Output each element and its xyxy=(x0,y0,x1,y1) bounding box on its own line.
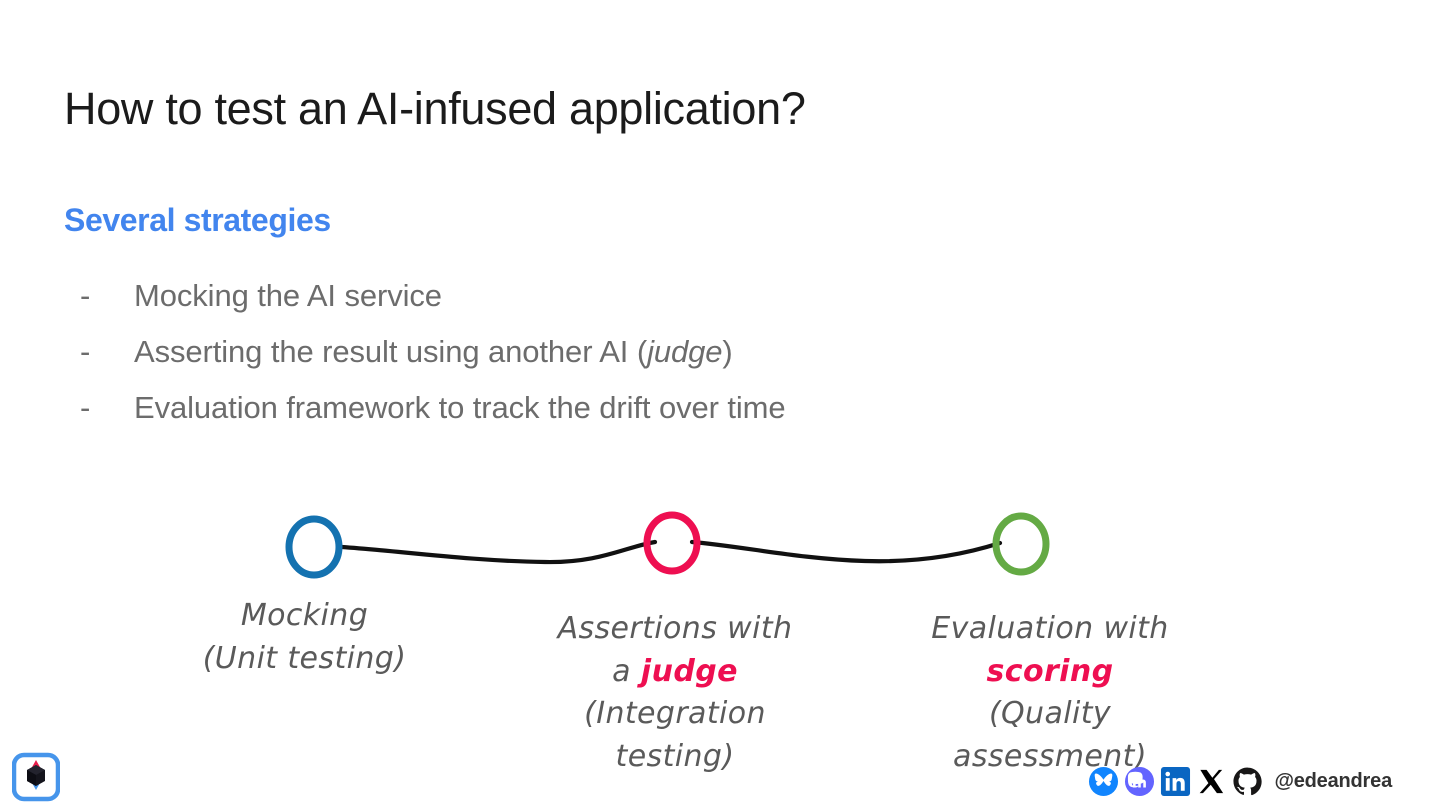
caption-line: Assertions with xyxy=(557,611,793,646)
timeline-caption-evaluation: Evaluation with scoring (Quality assessm… xyxy=(915,608,1185,778)
caption-line: testing) xyxy=(615,738,735,774)
bluesky-icon[interactable] xyxy=(1088,766,1119,797)
list-item-text-main: Mocking the AI service xyxy=(134,278,442,313)
mastodon-icon[interactable]: m xyxy=(1124,766,1155,797)
list-item-text-main: Evaluation framework to track the drift … xyxy=(134,390,786,425)
list-item-text: Evaluation framework to track the drift … xyxy=(134,390,786,426)
svg-text:m: m xyxy=(1132,775,1147,791)
strategy-bullet-list: - Mocking the AI service - Asserting the… xyxy=(80,278,1180,446)
caption-line-prefix: a xyxy=(612,653,641,689)
strategy-timeline-diagram xyxy=(0,485,1440,605)
github-icon[interactable] xyxy=(1232,766,1263,797)
caption-line: Evaluation with xyxy=(931,611,1169,646)
timeline-caption-mocking: Mocking (Unit testing) xyxy=(182,595,427,680)
section-heading: Several strategies xyxy=(64,202,331,238)
timeline-node-mocking[interactable] xyxy=(285,515,343,579)
list-item-text-emphasis: judge xyxy=(647,334,723,369)
list-item: - Evaluation framework to track the drif… xyxy=(80,390,1180,446)
caption-line: (Unit testing) xyxy=(202,640,407,676)
caption-line: (Integration xyxy=(584,696,766,732)
caption-line: a judge xyxy=(540,651,810,694)
bullet-dash-icon: - xyxy=(80,334,91,369)
list-item: - Asserting the result using another AI … xyxy=(80,334,1180,390)
bullet-dash-icon: - xyxy=(80,278,91,313)
list-item-text: Asserting the result using another AI (j… xyxy=(134,334,733,370)
timeline-node-assertions[interactable] xyxy=(643,511,701,575)
caption-line: assessment) xyxy=(953,738,1147,774)
caption-line: Mocking xyxy=(240,598,369,633)
footer-social-bar: m @edeandrea xyxy=(1088,764,1392,798)
timeline-connector-right xyxy=(689,539,1003,564)
bullet-dash-icon: - xyxy=(80,390,91,425)
quarkus-logo-icon xyxy=(11,752,61,802)
timeline-node-evaluation[interactable] xyxy=(992,512,1050,576)
caption-line: scoring xyxy=(915,651,1185,694)
list-item-text: Mocking the AI service xyxy=(134,278,442,314)
linkedin-icon[interactable] xyxy=(1160,766,1191,797)
social-handle: @edeandrea xyxy=(1274,769,1392,792)
page-title: How to test an AI-infused application? xyxy=(64,83,806,134)
timeline-connector-left xyxy=(339,539,658,565)
caption-line: (Quality xyxy=(988,696,1112,732)
list-item-text-main: Asserting the result using another AI ( xyxy=(134,334,648,369)
caption-highlight-judge: judge xyxy=(640,653,738,689)
timeline-caption-assertions: Assertions with a judge (Integration tes… xyxy=(540,608,810,778)
list-item: - Mocking the AI service xyxy=(80,278,1180,334)
list-item-text-suffix: ) xyxy=(722,334,733,369)
caption-highlight-scoring: scoring xyxy=(986,653,1114,689)
x-icon[interactable] xyxy=(1196,766,1227,797)
